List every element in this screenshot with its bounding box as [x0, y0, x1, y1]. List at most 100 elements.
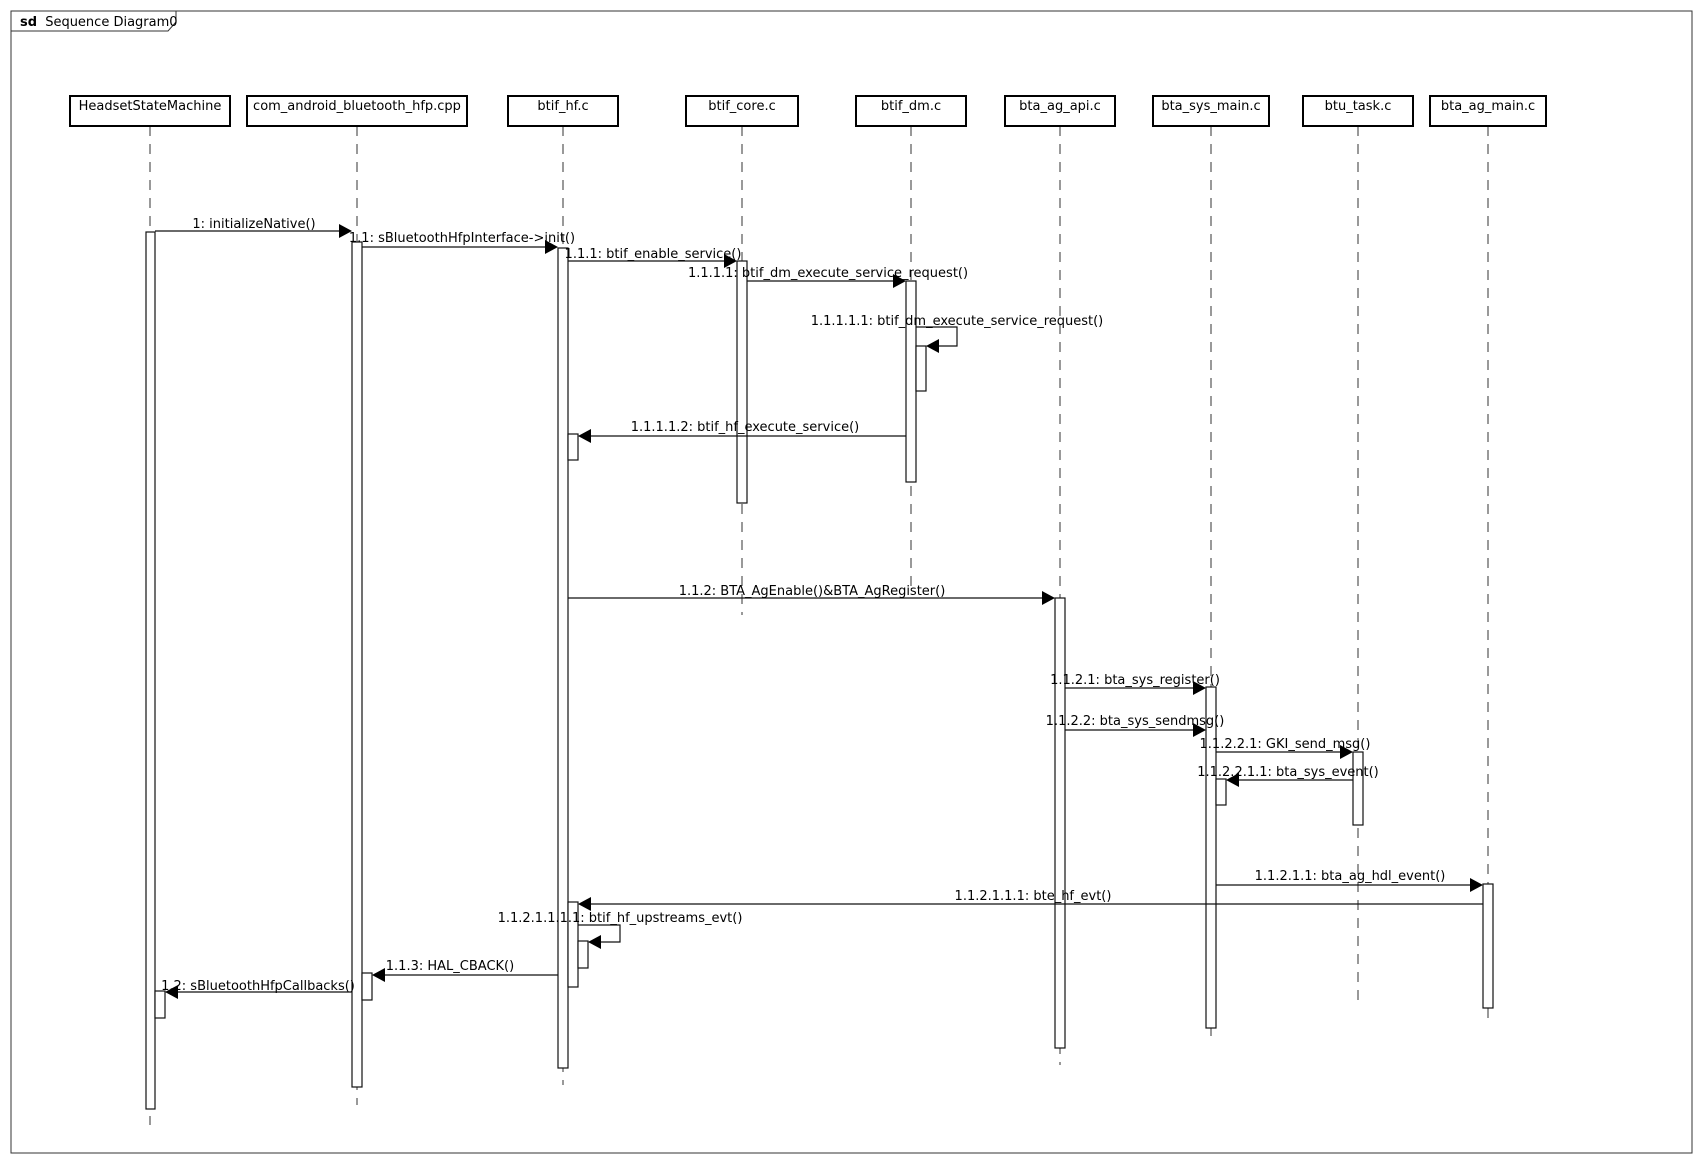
- activation-dm-nested: [915, 345, 927, 392]
- message-label: 1.1.1.1: btif_dm_execute_service_request…: [688, 266, 968, 281]
- message-m112211: 1.1.2.2.1.1: bta_sys_event(): [1197, 765, 1379, 787]
- lifeline-headers: HeadsetStateMachine com_android_bluetoot…: [69, 95, 1547, 127]
- arrowhead: [926, 339, 939, 353]
- message-m113: 1.1.3: HAL_CBACK(): [372, 959, 558, 982]
- activation-jni-nested: [361, 972, 373, 1001]
- arrowhead: [588, 935, 601, 949]
- lifeline-label: btif_core.c: [708, 99, 775, 114]
- messages: 1: initializeNative() 1.1: sBluetoothHfpI…: [155, 217, 1483, 999]
- activation-sys: [1205, 686, 1217, 1029]
- frame-label-tab: [11, 11, 177, 32]
- arrowhead: [1226, 773, 1239, 787]
- message-label: 1.1.2: BTA_AgEnable()&BTA_AgRegister(): [679, 584, 946, 599]
- message-line: [916, 326, 958, 347]
- arrowhead: [578, 897, 591, 911]
- lifeline-box: [507, 95, 619, 127]
- activation-hf: [557, 247, 569, 1069]
- lifeline-label: HeadsetStateMachine: [79, 99, 222, 114]
- message-m11112: 1.1.1.1.2: btif_hf_execute_service(): [578, 420, 906, 443]
- lifeline-box: [1302, 95, 1414, 127]
- message-label: 1.1.2.1.1.1: bte_hf_evt(): [955, 889, 1112, 904]
- arrowhead: [724, 254, 737, 268]
- arrowhead: [545, 240, 558, 254]
- arrowhead: [165, 985, 178, 999]
- lifeline-hf: btif_hf.c: [507, 95, 619, 127]
- message-m1121: 1.1.2.1: bta_sys_register(): [1050, 673, 1220, 695]
- message-label: 1: initializeNative(): [192, 217, 315, 232]
- message-label: 1.1: sBluetoothHfpInterface->init(): [349, 231, 575, 246]
- frame-title-text: Sequence Diagram0: [45, 15, 177, 30]
- lifeline-box: [69, 95, 231, 127]
- lifeline-hsm: HeadsetStateMachine: [69, 95, 231, 127]
- lifeline-label: bta_ag_api.c: [1019, 99, 1101, 114]
- lifeline-box: [246, 95, 468, 127]
- message-label: 1.1.1.1.2: btif_hf_execute_service(): [631, 420, 860, 435]
- self-message-m11111: 1.1.1.1.1: btif_dm_execute_service_reque…: [811, 314, 1104, 353]
- lifeline-label: btif_hf.c: [537, 99, 588, 114]
- activation-jni: [351, 241, 363, 1088]
- arrowhead: [1470, 878, 1483, 892]
- lifeline-label: com_android_bluetooth_hfp.cpp: [253, 99, 461, 114]
- message-label: 1.1.1: btif_enable_service(): [565, 247, 742, 262]
- lifeline-label: bta_sys_main.c: [1161, 99, 1260, 114]
- message-label: 1.1.3: HAL_CBACK(): [386, 959, 514, 974]
- activation-core: [736, 260, 748, 504]
- message-m11211: 1.1.2.1.1: bta_ag_hdl_event(): [1216, 869, 1483, 892]
- arrowhead: [578, 429, 591, 443]
- lifeline-box: [1152, 95, 1270, 127]
- message-m112111: 1.1.2.1.1.1: bte_hf_evt(): [578, 889, 1483, 911]
- message-label: 1.2: sBluetoothHfpCallbacks(): [161, 979, 355, 994]
- arrowhead: [1340, 745, 1353, 759]
- lifeline-btu: btu_task.c: [1302, 95, 1414, 127]
- activation-hf-nested-3: [577, 940, 589, 969]
- lifeline-box: [1004, 95, 1116, 127]
- frame-keyword: sd: [20, 15, 37, 30]
- lifeline-core: btif_core.c: [685, 95, 799, 127]
- message-label: 1.1.1.1.1: btif_dm_execute_service_reque…: [811, 314, 1104, 329]
- message-m1111: 1.1.1.1: btif_dm_execute_service_request…: [688, 266, 968, 288]
- activation-hsm: [145, 231, 156, 1110]
- arrowhead: [893, 274, 906, 288]
- lifeline-label: bta_ag_main.c: [1441, 99, 1535, 114]
- activation-dm: [905, 280, 917, 483]
- lifeline-agm: bta_ag_main.c: [1429, 95, 1547, 127]
- message-m1: 1: initializeNative(): [155, 217, 352, 238]
- lifeline-box: [855, 95, 967, 127]
- message-label: 1.1.2.2.1: GKI_send_msg(): [1200, 737, 1371, 752]
- activation-api: [1054, 597, 1066, 1049]
- message-m12: 1.2: sBluetoothHfpCallbacks(): [161, 979, 355, 999]
- activation-sys-nested: [1215, 778, 1227, 806]
- self-message-m1121111: 1.1.2.1.1.1.1: btif_hf_upstreams_evt(): [498, 911, 743, 949]
- lifeline-jni: com_android_bluetooth_hfp.cpp: [246, 95, 468, 127]
- message-label: 1.1.2.1.1: bta_ag_hdl_event(): [1255, 869, 1446, 884]
- message-label: 1.1.2.1.1.1.1: btif_hf_upstreams_evt(): [498, 911, 743, 926]
- arrowhead: [1193, 681, 1206, 695]
- message-m111: 1.1.1: btif_enable_service(): [565, 247, 742, 268]
- activations: [145, 231, 1494, 1110]
- message-label: 1.1.2.2: bta_sys_sendmsg(): [1046, 714, 1225, 729]
- message-line: [578, 924, 621, 943]
- lifeline-label: btu_task.c: [1325, 99, 1392, 114]
- diagram-frame: [10, 10, 1693, 1154]
- message-label: 1.1.2.2.1.1: bta_sys_event(): [1197, 765, 1379, 780]
- lifeline-box: [685, 95, 799, 127]
- lifeline-api: bta_ag_api.c: [1004, 95, 1116, 127]
- lifeline-box: [1429, 95, 1547, 127]
- message-m112: 1.1.2: BTA_AgEnable()&BTA_AgRegister(): [568, 584, 1055, 605]
- arrowhead: [339, 224, 352, 238]
- arrowhead: [1042, 591, 1055, 605]
- message-m11221: 1.1.2.2.1: GKI_send_msg(): [1200, 737, 1371, 759]
- arrowhead: [372, 968, 385, 982]
- message-m11: 1.1: sBluetoothHfpInterface->init(): [349, 231, 575, 254]
- lifeline-label: btif_dm.c: [881, 99, 941, 114]
- activation-btu: [1352, 751, 1364, 826]
- lifeline-dm: btif_dm.c: [855, 95, 967, 127]
- frame-title: sd Sequence Diagram0: [20, 15, 178, 30]
- activation-hf-nested-1: [567, 433, 579, 461]
- activation-hsm-nested: [154, 990, 166, 1019]
- arrowhead: [1193, 723, 1206, 737]
- message-label: 1.1.2.1: bta_sys_register(): [1050, 673, 1220, 688]
- message-m1122: 1.1.2.2: bta_sys_sendmsg(): [1046, 714, 1225, 737]
- lifeline-sys: bta_sys_main.c: [1152, 95, 1270, 127]
